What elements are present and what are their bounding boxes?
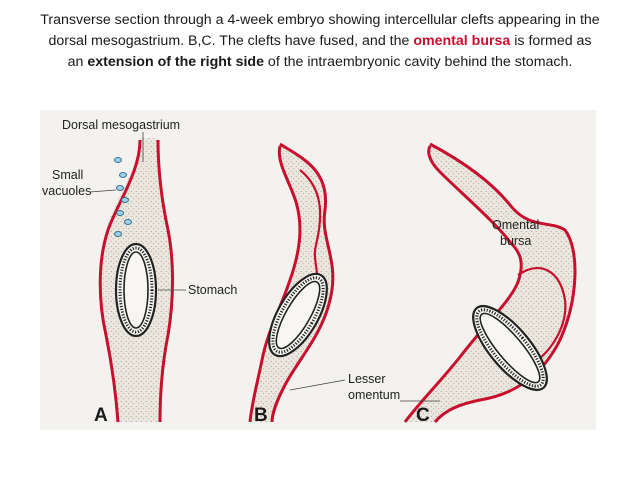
panel-b-left-membrane <box>248 145 302 423</box>
embryo-section-figure: Dorsal mesogastrium Small vacuoles Stoma… <box>40 110 596 430</box>
panel-a-stomach-inner <box>123 251 149 329</box>
panel-b-right-membrane <box>270 142 335 423</box>
label-bursa: bursa <box>500 234 532 248</box>
panel-c-bursa-lining <box>517 267 567 363</box>
panel-c-outer-membrane <box>429 142 577 423</box>
embryo-diagram <box>89 132 577 423</box>
label-stomach: Stomach <box>188 283 238 297</box>
panel-b-stomach <box>268 272 328 358</box>
vacuole <box>114 157 122 163</box>
label-vacuoles: vacuoles <box>42 184 92 198</box>
caption-text-1: Transverse section through a 4-week embr… <box>40 12 600 49</box>
caption-text-3: of the intraembryonic cavity behind the … <box>263 54 573 70</box>
leader-vacuoles <box>89 189 117 193</box>
panel-b-mesentery <box>250 144 333 422</box>
caption-highlight-omental-bursa: omental bursa <box>413 33 511 49</box>
label-omentum: omentum <box>348 388 401 402</box>
panel-label-a: A <box>94 405 108 426</box>
vacuole <box>116 185 124 191</box>
panel-c-inner-membrane <box>403 145 523 423</box>
panel-label-b: B <box>254 405 268 426</box>
vacuole <box>114 231 122 237</box>
panel-c-diagram <box>400 142 577 423</box>
label-lesser: Lesser <box>348 372 386 386</box>
vacuole <box>124 219 132 225</box>
panel-b-diagram <box>248 142 346 423</box>
label-small: Small <box>52 168 84 182</box>
panel-a-diagram <box>89 132 186 423</box>
caption-bold-right-side: extension of the right side <box>87 54 264 70</box>
panel-a-left-membrane <box>98 139 142 423</box>
caption-text-2: is formed as an <box>67 33 592 70</box>
panel-label-c: C <box>416 405 430 426</box>
figure-caption: Transverse section through a 4-week embr… <box>40 10 600 73</box>
vacuole <box>116 210 124 216</box>
panel-a-stomach-ring <box>118 246 154 334</box>
panel-a-right-membrane <box>156 139 174 423</box>
label-omental: Omental <box>492 218 540 232</box>
leader-lesser-omentum-b <box>289 379 346 391</box>
label-dorsal-mesogastrium: Dorsal mesogastrium <box>62 118 181 132</box>
vacuole <box>121 197 129 203</box>
vacuole <box>119 172 127 178</box>
panel-c-stomach <box>472 305 548 391</box>
